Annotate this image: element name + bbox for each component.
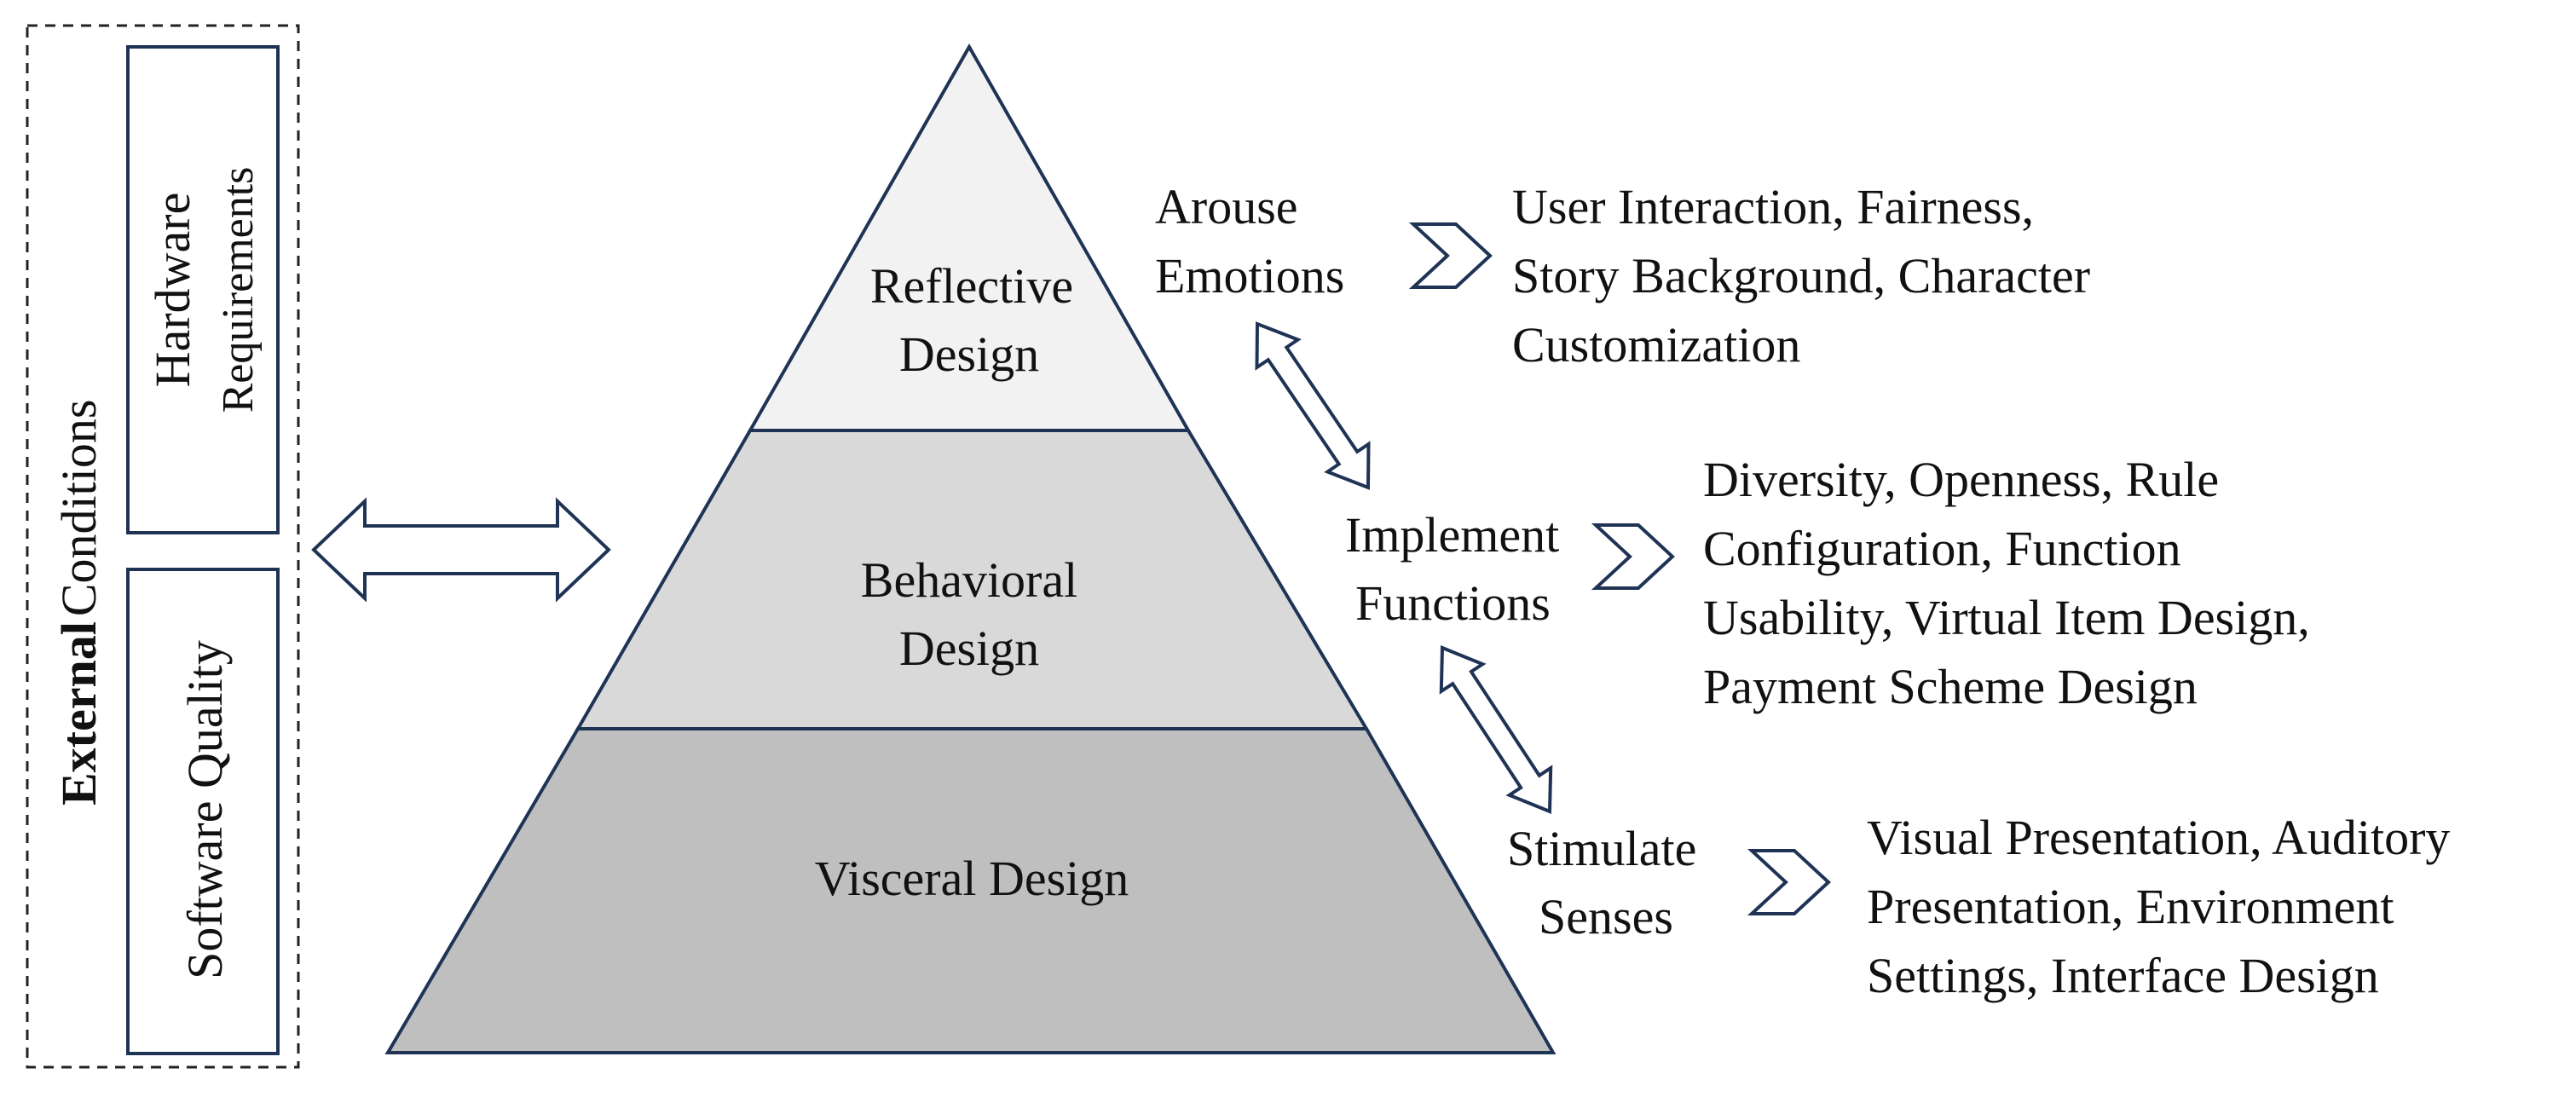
visceral-design-label: Visceral Design	[815, 851, 1129, 906]
bidirectional-arrow-icon	[311, 497, 611, 603]
bidirectional-arrow-icon	[1439, 645, 1553, 814]
reflective-description: User Interaction, Fairness, Story Backgr…	[1512, 179, 2103, 372]
hardware-label-line2: Requirements	[214, 167, 263, 413]
pyramid-bottom-section	[384, 727, 1557, 1054]
hardware-requirements-box	[126, 45, 280, 534]
arouse-emotions-line2: Emotions	[1155, 248, 1344, 303]
stimulate-senses-line1: Stimulate	[1507, 821, 1696, 876]
reflective-design-line1: Reflective	[870, 258, 1073, 314]
software-quality-box	[126, 568, 280, 1055]
behavioral-description: Diversity, Openness, Rule Configuration,…	[1703, 452, 2322, 714]
stimulate-senses-line2: Senses	[1539, 889, 1673, 944]
arouse-emotions-line1: Arouse	[1155, 179, 1298, 234]
behavioral-design-line2: Design	[899, 621, 1039, 676]
software-quality-label: Software Quality	[177, 640, 233, 979]
bidirectional-arrow-icon	[1255, 321, 1371, 490]
chevron-right-icon	[1747, 849, 1831, 915]
external-conditions-frame	[26, 24, 300, 1069]
behavioral-design-line1: Behavioral	[861, 552, 1077, 608]
visceral-description: Visual Presentation, Auditory Presentati…	[1867, 810, 2463, 1003]
chevron-right-icon	[1591, 523, 1675, 590]
implement-functions-line2: Functions	[1355, 575, 1551, 631]
reflective-design-line2: Design	[899, 326, 1039, 382]
implement-functions-line1: Implement	[1345, 507, 1559, 563]
external-conditions-title: ExternalConditions	[51, 400, 107, 805]
chevron-right-icon	[1408, 222, 1493, 289]
hardware-label-line1: Hardware	[145, 193, 200, 388]
